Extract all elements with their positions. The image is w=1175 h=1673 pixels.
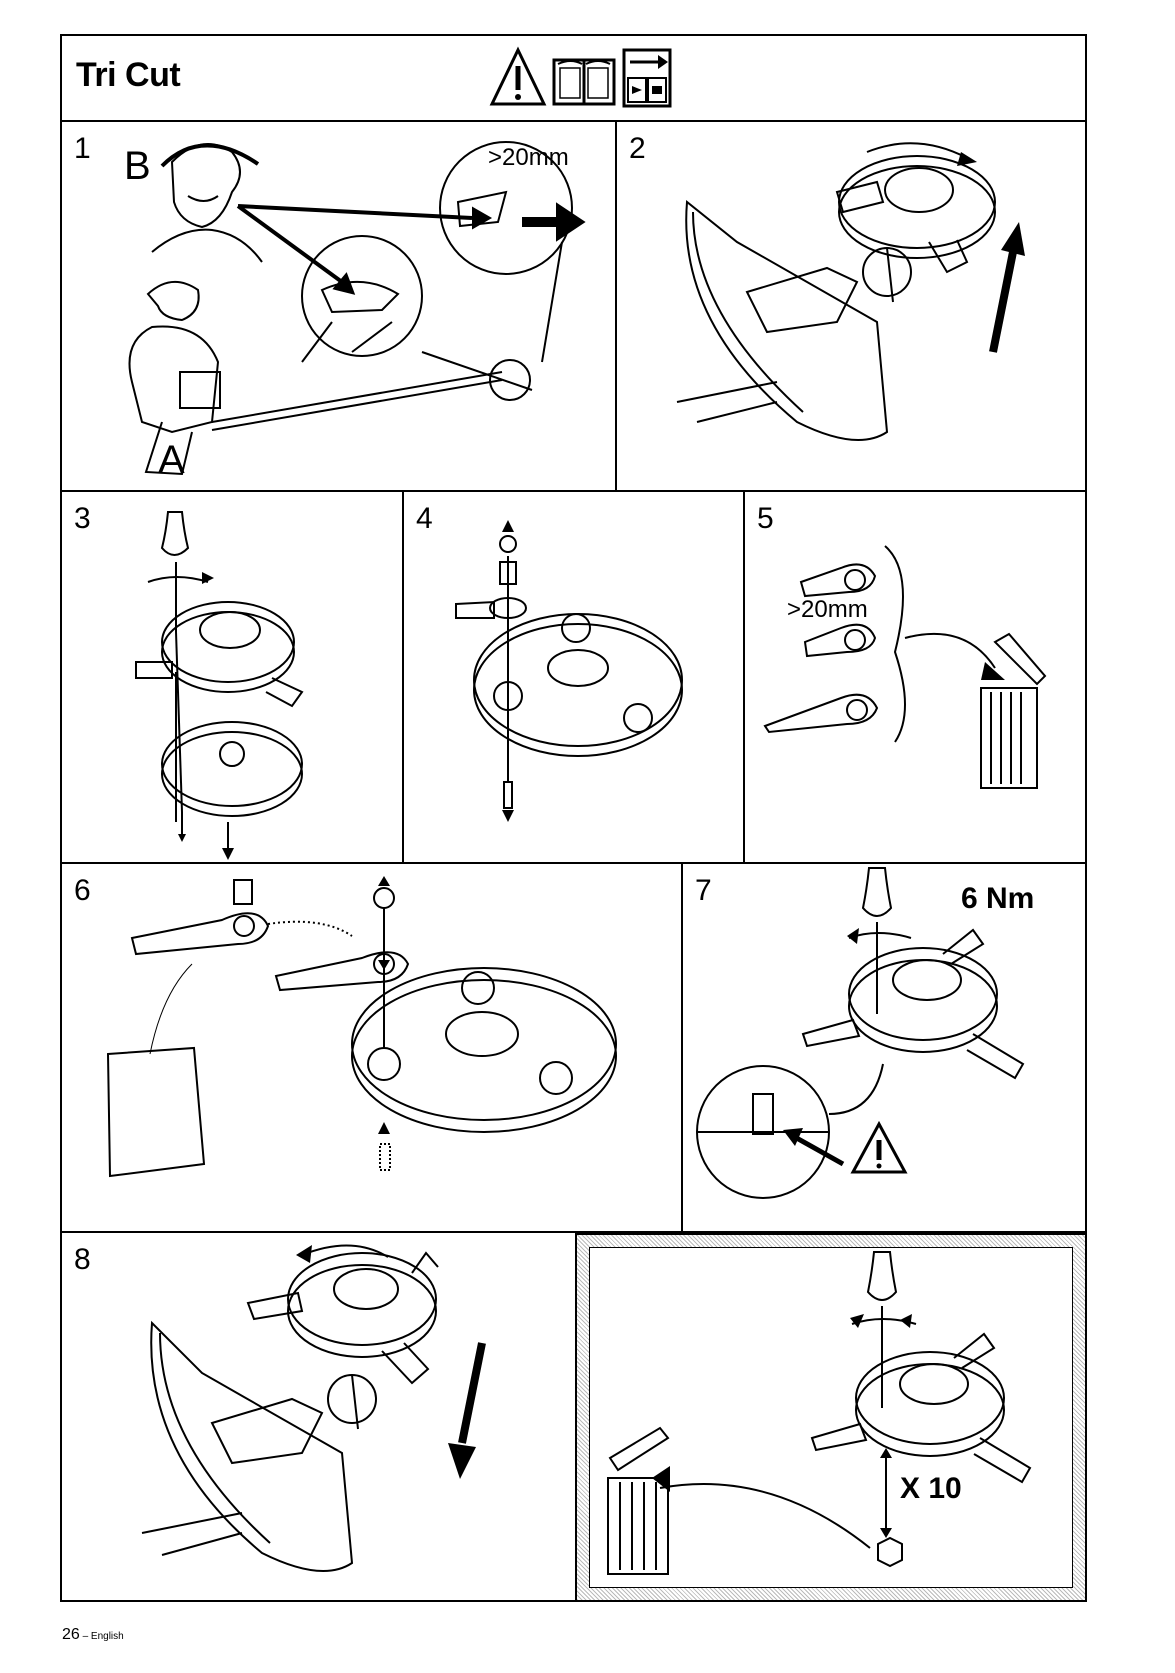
warning-triangle-icon [492, 50, 544, 104]
step-panel-8: 8 [62, 1233, 575, 1602]
step-6-illustration [62, 864, 681, 1231]
step-2-illustration [617, 122, 1087, 490]
label-b: B [124, 144, 151, 189]
step-panel-6: 6 [62, 864, 681, 1231]
step-3-illustration [62, 492, 402, 862]
torque-label: 6 Nm [961, 882, 1034, 916]
step-5-illustration [745, 492, 1087, 862]
step-panel-9-inner: X 10 [589, 1247, 1073, 1588]
measure-label: >20mm [787, 596, 868, 624]
step-4-illustration [404, 492, 743, 862]
page-footer: 26 – English [62, 1626, 124, 1644]
step-8-illustration [62, 1233, 575, 1602]
count-label: X 10 [900, 1472, 962, 1506]
header-bar: Tri Cut [62, 36, 1085, 122]
step-panel-1: 1 [62, 122, 615, 490]
step-9-illustration [590, 1248, 1076, 1591]
measure-label: >20mm [488, 144, 569, 172]
forward-arrow-box-icon [624, 50, 670, 106]
footer-language: English [91, 1631, 124, 1642]
step-7-illustration [683, 864, 1087, 1231]
page-frame: Tri Cut [60, 34, 1087, 1602]
step-panel-5: 5 >20mm [745, 492, 1087, 862]
footer-separator: – [80, 1631, 91, 1642]
header-icons [488, 46, 748, 110]
step-panel-3: 3 [62, 492, 402, 862]
page-title: Tri Cut [76, 56, 180, 95]
step-panel-2: 2 [617, 122, 1087, 490]
step-panel-4: 4 [404, 492, 743, 862]
step-panel-7: 7 6 Nm [683, 864, 1087, 1231]
step-panel-9: X 10 [575, 1233, 1087, 1602]
label-a: A [158, 438, 185, 483]
manual-book-icon [554, 60, 614, 104]
page-number: 26 [62, 1626, 80, 1643]
